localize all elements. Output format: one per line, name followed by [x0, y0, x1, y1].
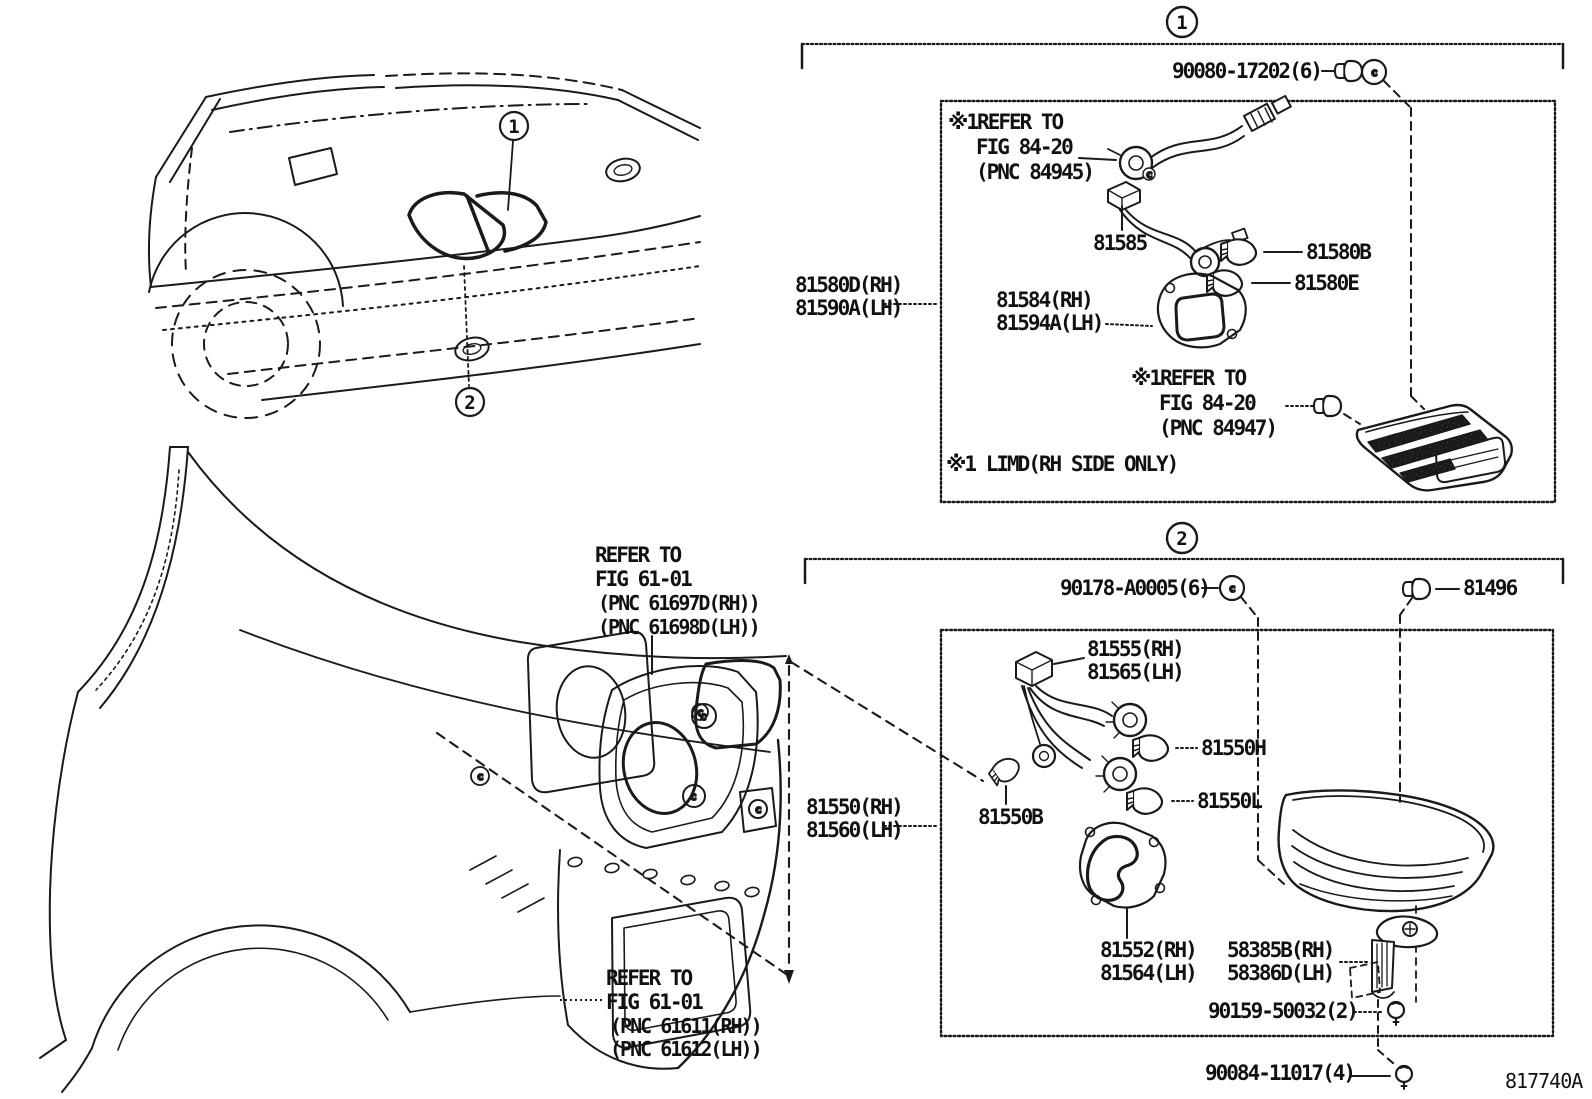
grommet-icon	[1312, 394, 1343, 418]
quarter-trim-sketch: c c c	[598, 635, 777, 849]
car-rear-sketch	[147, 72, 701, 419]
figure-code: 817740A	[1505, 1069, 1583, 1093]
part-label-81564-lh: 81564(LH)	[1100, 961, 1198, 985]
clip-mark: c	[1371, 66, 1378, 79]
ref-trim-line3: (PNC 61697D(RH))	[598, 591, 761, 615]
section2-frame	[803, 521, 1565, 1038]
harness-81555-icon	[1015, 651, 1148, 793]
part-label-58386d-lh: 58386D(LH)	[1227, 961, 1335, 985]
locator-dashed-lines	[435, 660, 985, 976]
refer-note-84947-line1: ※1REFER TO	[1131, 366, 1247, 390]
refer-note-84947-line3: (PNC 84947)	[1159, 416, 1278, 440]
section1-callout-circle	[1165, 5, 1199, 39]
part-label-81550h: 81550H	[1201, 736, 1267, 760]
part-label-81594a-lh: 81594A(LH)	[996, 311, 1104, 335]
bulb-81550h-icon	[1131, 734, 1170, 762]
screw-90084-icon	[1394, 1064, 1414, 1091]
locator-arrow-down	[784, 970, 794, 984]
socket-wire-icon: c	[1107, 94, 1292, 182]
bracket-58385b-icon	[1349, 905, 1439, 1003]
section2-callout: 2	[1176, 528, 1188, 550]
section2-parts: c	[883, 574, 1495, 1091]
clip-mark: c	[1146, 168, 1153, 181]
part-label-90178-a0005: 90178-A0005(6)	[1060, 576, 1211, 600]
part-label-90084-11017: 90084-11017(4)	[1205, 1061, 1356, 1085]
part-label-81550l: 81550L	[1197, 789, 1263, 813]
clip-81496-icon	[1401, 577, 1432, 601]
ref-panel-line4: (PNC 61612(LH))	[610, 1037, 763, 1061]
clip-mark: c	[690, 790, 697, 803]
bulb-81550b-icon	[985, 752, 1025, 790]
refer-note-84945-line3: (PNC 84945)	[976, 160, 1095, 184]
car-callout-1: 1	[508, 116, 520, 138]
locator-arrow-up	[785, 654, 793, 664]
part-label-81555-rh: 81555(RH)	[1087, 637, 1185, 661]
screw-90159-icon	[1386, 1000, 1406, 1027]
tail-lamp-location-icon	[407, 191, 548, 261]
part-label-81590a-lh: 81590A(LH)	[795, 296, 903, 320]
section2-callout-circle	[1165, 521, 1199, 555]
section1-callout: 1	[1176, 12, 1188, 34]
part-label-58385b-rh: 58385B(RH)	[1227, 938, 1335, 962]
clip-mark: c	[700, 710, 707, 723]
section1-parts: c c	[883, 58, 1514, 492]
bulb-81550l-icon	[1125, 787, 1164, 815]
limd-note: ※1 LIMD(RH SIDE ONLY)	[946, 452, 1179, 476]
quarter-panel-sketch: c c	[39, 446, 787, 1093]
part-label-81580e: 81580E	[1294, 271, 1360, 295]
connector-81585-icon	[1107, 181, 1249, 278]
part-label-81560-lh: 81560(LH)	[806, 818, 904, 842]
part-label-81585: 81585	[1093, 231, 1148, 255]
clip-mark: c	[1229, 582, 1236, 595]
refer-note-84945-line2: FIG 84-20	[976, 135, 1074, 159]
callout-1-circle	[498, 110, 530, 142]
clip-mark: c	[477, 770, 484, 783]
part-label-81550b: 81550B	[978, 805, 1044, 829]
part-label-81584-rh: 81584(RH)	[996, 288, 1094, 312]
callout-2-circle	[454, 386, 486, 418]
ref-panel-line1: REFER TO	[606, 966, 693, 990]
part-label-90159-50032: 90159-50032(2)	[1208, 999, 1359, 1023]
bulb-81580b-icon	[1219, 238, 1258, 266]
refer-note-84947-line2: FIG 84-20	[1159, 391, 1257, 415]
section1-frame	[800, 5, 1565, 504]
part-label-81565-lh: 81565(LH)	[1087, 660, 1185, 684]
grommet-icon	[1333, 59, 1364, 83]
ref-trim-line2: FIG 61-01	[595, 567, 693, 591]
tail-lamp-inner-icon	[1355, 403, 1514, 492]
part-label-90080-17202: 90080-17202(6)	[1172, 59, 1323, 83]
tail-lamp-outer-icon	[1277, 789, 1495, 913]
car-callout-2: 2	[464, 392, 476, 414]
part-label-81552-rh: 81552(RH)	[1100, 938, 1198, 962]
part-label-81580b: 81580B	[1306, 240, 1372, 264]
clip-mark: c	[755, 803, 762, 816]
gasket-81584-icon	[1156, 272, 1247, 349]
part-label-81550-rh: 81550(RH)	[806, 795, 904, 819]
gasket-81552-icon	[1078, 821, 1167, 909]
ref-trim-line4: (PNC 61698D(LH))	[598, 615, 761, 639]
ref-panel-line3: (PNC 61611(RH))	[610, 1014, 763, 1038]
part-label-81496: 81496	[1463, 576, 1518, 600]
ref-panel-line2: FIG 61-01	[606, 990, 704, 1014]
refer-note-84945-line1: ※1REFER TO	[948, 110, 1064, 134]
clip-mark: c	[697, 706, 704, 719]
part-label-81580d-rh: 81580D(RH)	[795, 273, 903, 297]
ref-trim-line1: REFER TO	[595, 543, 682, 567]
